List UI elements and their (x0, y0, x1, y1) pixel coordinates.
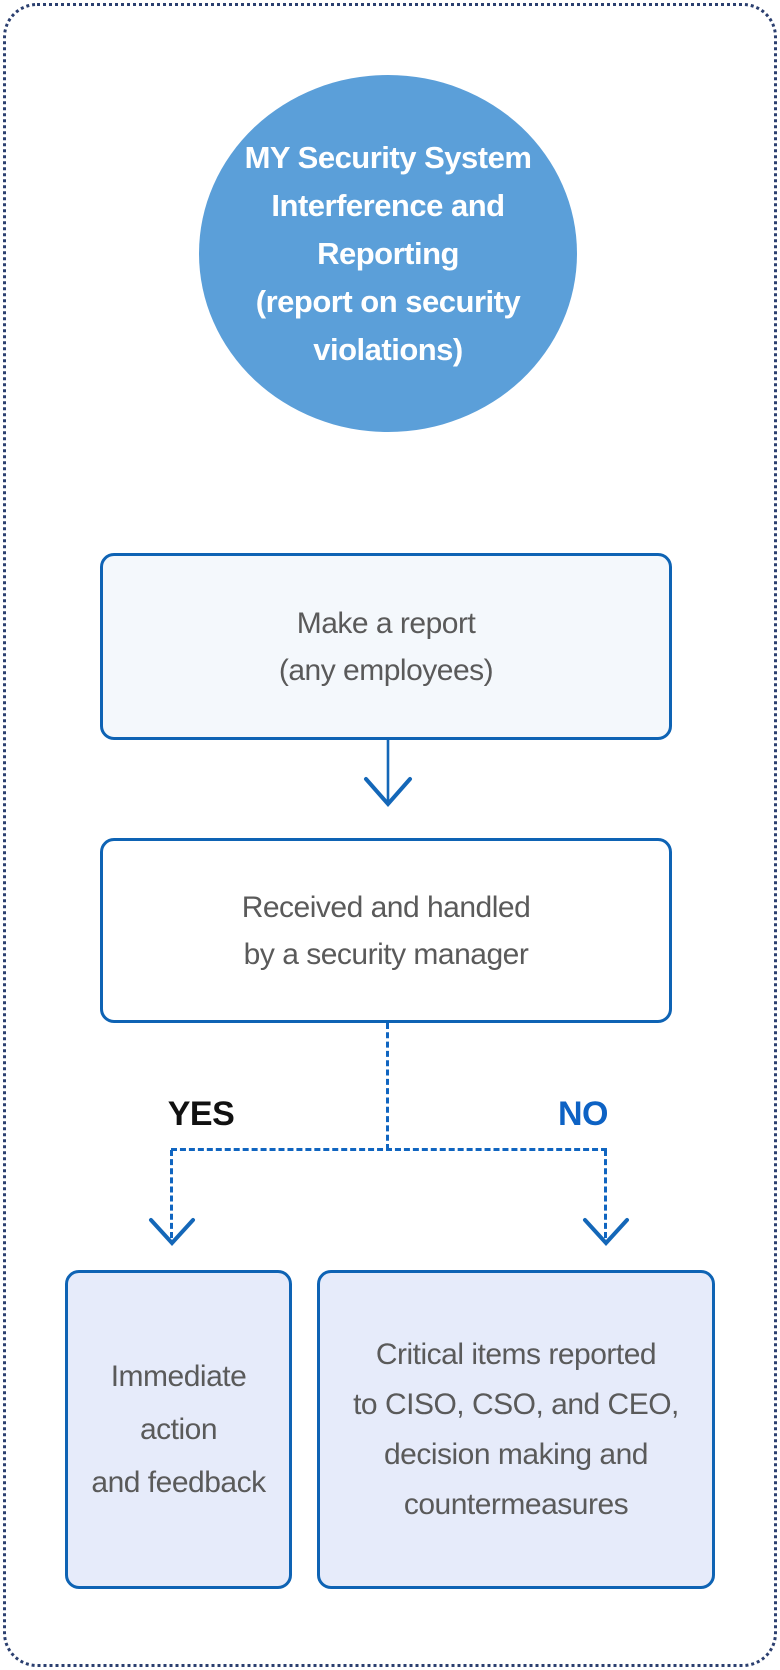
make-report-box: Make a report (any employees) (100, 553, 672, 740)
circle-title-line: violations) (313, 331, 463, 367)
critical-items-line: countermeasures (403, 1487, 629, 1521)
received-line: Received and handled (241, 890, 531, 924)
make-report-line: (any employees) (278, 653, 494, 687)
arrowhead-down-icon (583, 1218, 629, 1246)
received-line: by a security manager (243, 937, 529, 971)
connector-stem-line (386, 1023, 389, 1150)
critical-items-line: decision making and (383, 1437, 649, 1471)
arrowhead-down-icon (149, 1218, 195, 1246)
connector-branch-line (171, 1148, 607, 1151)
circle-title-line: Reporting (317, 235, 459, 271)
process-title-circle: MY Security System Interference and Repo… (199, 75, 577, 432)
critical-items-line: Critical items reported (375, 1337, 657, 1371)
circle-title-line: (report on security (255, 283, 521, 319)
yes-label: YES (167, 1095, 235, 1133)
make-report-line: Make a report (296, 606, 476, 640)
critical-items-box: Critical items reported to CISO, CSO, an… (317, 1270, 715, 1589)
down-arrow-icon (364, 740, 412, 808)
critical-items-line: to CISO, CSO, and CEO, (353, 1387, 679, 1421)
no-label: NO (558, 1095, 609, 1133)
immediate-action-line: and feedback (91, 1466, 266, 1499)
circle-title-line: MY Security System (244, 139, 532, 175)
circle-title-line: Interference and (271, 187, 505, 223)
immediate-action-line: action (139, 1413, 218, 1446)
connector-no-line (604, 1150, 607, 1238)
connector-yes-line (170, 1150, 173, 1238)
received-box: Received and handled by a security manag… (100, 838, 672, 1023)
immediate-action-box: Immediate action and feedback (65, 1270, 292, 1589)
immediate-action-line: Immediate (110, 1360, 247, 1393)
dotted-frame-border (3, 3, 777, 1667)
